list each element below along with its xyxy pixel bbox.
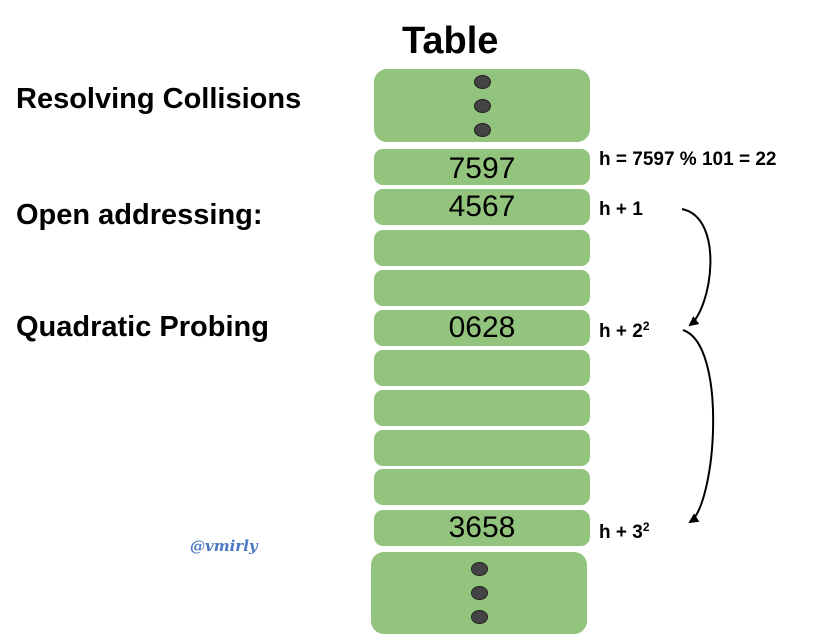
table-cell-ellipsis-bottom [371,552,587,634]
table-cell-3658: 3658 [374,510,590,546]
hash-formula: h = 7597 % 101 = 22 [599,149,777,170]
table-cell-ellipsis-top [374,69,590,142]
table-title: Table [402,20,499,62]
cell-value: 7597 [448,152,516,185]
table-cell-7597: 7597 [374,149,590,185]
probe-formula-2: h + 22 [599,319,650,343]
arrow-probe-1-to-2 [681,208,712,327]
table-cell-empty [374,350,590,386]
label-quadratic-probing: Quadratic Probing [16,311,269,343]
table-cell-empty [374,390,590,426]
table-cell-4567: 4567 [374,189,590,225]
probe-exponent: 2 [642,520,650,534]
cell-value: 3658 [448,511,516,544]
ellipsis-dot [473,98,491,113]
probe-base: h + 2 [599,321,643,342]
watermark: @vmirly [190,537,258,555]
arrow-probe-2-to-3 [682,329,715,524]
cell-value: 4567 [448,190,516,223]
probe-formula-3: h + 32 [599,520,650,544]
cell-value: 0628 [448,311,516,344]
table-cell-empty [374,270,590,306]
table-cell-empty [374,469,590,505]
label-resolving-collisions: Resolving Collisions [16,83,302,115]
ellipsis-dot [470,586,488,600]
label-open-addressing: Open addressing: [16,199,263,231]
table-cell-empty [374,230,590,266]
probe-base: h + 3 [599,522,643,543]
ellipsis-dot [473,74,491,89]
ellipsis-dot [473,122,491,137]
ellipsis-dot [470,610,488,624]
table-cell-0628: 0628 [374,310,590,346]
table-cell-empty [374,430,590,466]
probe-formula-1: h + 1 [599,199,643,220]
probe-exponent: 2 [642,319,650,333]
ellipsis-dot [470,562,488,576]
